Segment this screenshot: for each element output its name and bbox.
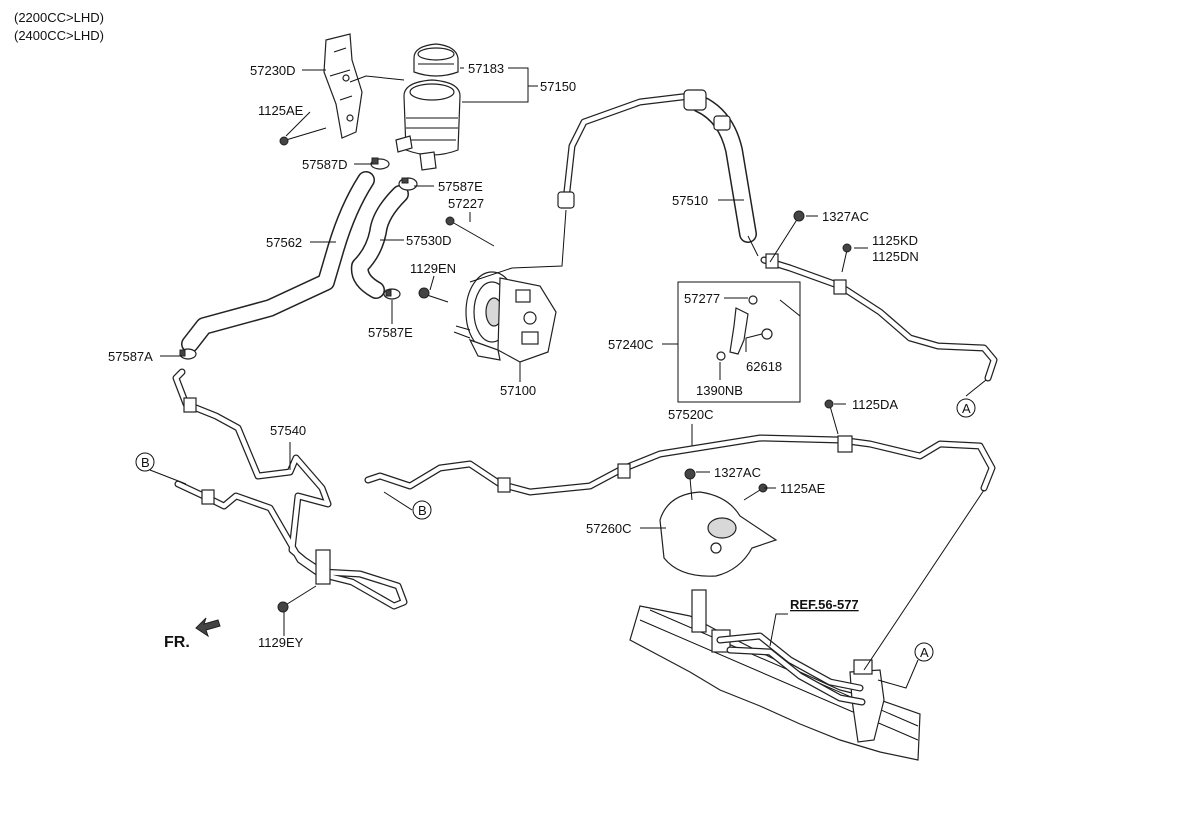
label-57530D: 57530D	[406, 233, 452, 248]
callout-A-top: A	[956, 398, 976, 418]
callout-B-left: B	[135, 452, 155, 472]
detail-leader	[779, 299, 801, 317]
clamp-57587E-top[interactable]	[398, 177, 418, 191]
label-1129EY: 1129EY	[258, 635, 304, 650]
label-1125DN: 1125DN	[872, 249, 919, 264]
return-tube-57540[interactable]	[172, 368, 408, 610]
front-direction-arrow	[195, 617, 221, 638]
label-1327AC-bottom: 1327AC	[714, 465, 761, 480]
return-tube-57520C[interactable]	[364, 434, 996, 496]
callout-A-bottom: A	[914, 642, 934, 662]
label-1125AE-bottom: 1125AE	[780, 481, 826, 496]
line-to-gear-A	[863, 489, 985, 671]
bolt-1327AC-bottom[interactable]	[684, 468, 696, 501]
label-1125KD: 1125KD	[872, 233, 918, 248]
clamp-57587A[interactable]	[179, 348, 197, 360]
clamp-57587E-bottom[interactable]	[383, 288, 401, 300]
bolt-1125AE-top[interactable]	[279, 127, 327, 146]
header-line-2: (2400CC>LHD)	[14, 28, 104, 43]
label-57540: 57540	[270, 423, 306, 438]
label-1125AE-top: 1125AE	[258, 103, 304, 118]
bolt-1125KD[interactable]	[841, 243, 852, 273]
label-1129EN: 1129EN	[410, 261, 456, 276]
callout-A-top-leader	[965, 379, 987, 397]
bolt-1327AC-top[interactable]	[769, 210, 805, 263]
pressure-tube-to-A[interactable]	[760, 253, 998, 382]
nut-1390NB[interactable]	[716, 351, 726, 361]
label-57260C: 57260C	[586, 521, 632, 536]
suction-hose-57530D[interactable]	[350, 185, 409, 299]
reservoir-tank[interactable]	[395, 79, 461, 171]
label-57240C: 57240C	[608, 337, 654, 352]
label-57230D: 57230D	[250, 63, 296, 78]
pressure-hose-57510[interactable]	[557, 89, 759, 257]
header-line-1: (2200CC>LHD)	[14, 10, 104, 25]
label-57510: 57510	[672, 193, 708, 208]
label-1390NB: 1390NB	[696, 383, 743, 398]
label-1125DA: 1125DA	[852, 397, 898, 412]
label-57227: 57227	[448, 196, 484, 211]
label-1327AC-top: 1327AC	[822, 209, 869, 224]
steering-gear-rack[interactable]	[629, 589, 921, 761]
label-57587E-bottom: 57587E	[368, 325, 413, 340]
reservoir-cap[interactable]	[413, 43, 459, 77]
nut-57277[interactable]	[748, 295, 758, 305]
label-57562: 57562	[266, 235, 302, 250]
bolt-1129EY[interactable]	[277, 585, 317, 613]
nut-62618[interactable]	[761, 328, 773, 340]
label-57520C: 57520C	[668, 407, 714, 422]
bolt-1125DA[interactable]	[824, 399, 839, 435]
suction-hose-57562[interactable]	[181, 171, 375, 353]
pump-to-hose-leader	[469, 209, 567, 283]
label-57587A: 57587A	[108, 349, 153, 364]
svg-text:A: A	[962, 401, 971, 416]
bolt-1129EN[interactable]	[418, 287, 449, 303]
label-57183: 57183	[468, 61, 504, 76]
leader-lines	[149, 67, 868, 647]
heat-shield-57260C[interactable]	[659, 491, 778, 577]
callout-A-bottom-leader	[877, 659, 919, 689]
label-62618: 62618	[746, 359, 782, 374]
label-57587D: 57587D	[302, 157, 348, 172]
bracket-57277[interactable]	[729, 307, 749, 355]
bracket-kit-57240C-box	[677, 281, 801, 403]
svg-text:B: B	[418, 503, 427, 518]
bolt-57227[interactable]	[445, 216, 495, 247]
bolt-1125AE-bottom[interactable]	[743, 483, 768, 501]
callout-B-mid: B	[412, 500, 432, 520]
clamp-57587D[interactable]	[370, 157, 390, 170]
label-57277: 57277	[684, 291, 720, 306]
svg-text:B: B	[141, 455, 150, 470]
label-ref-56-577: REF.56-577	[790, 597, 859, 612]
label-57150: 57150	[540, 79, 576, 94]
label-57100: 57100	[500, 383, 536, 398]
power-steering-pump-57100[interactable]	[453, 271, 557, 363]
reservoir-bracket[interactable]	[323, 33, 363, 139]
label-front: FR.	[164, 634, 190, 651]
svg-text:A: A	[920, 645, 929, 660]
label-57587E-top: 57587E	[438, 179, 483, 194]
